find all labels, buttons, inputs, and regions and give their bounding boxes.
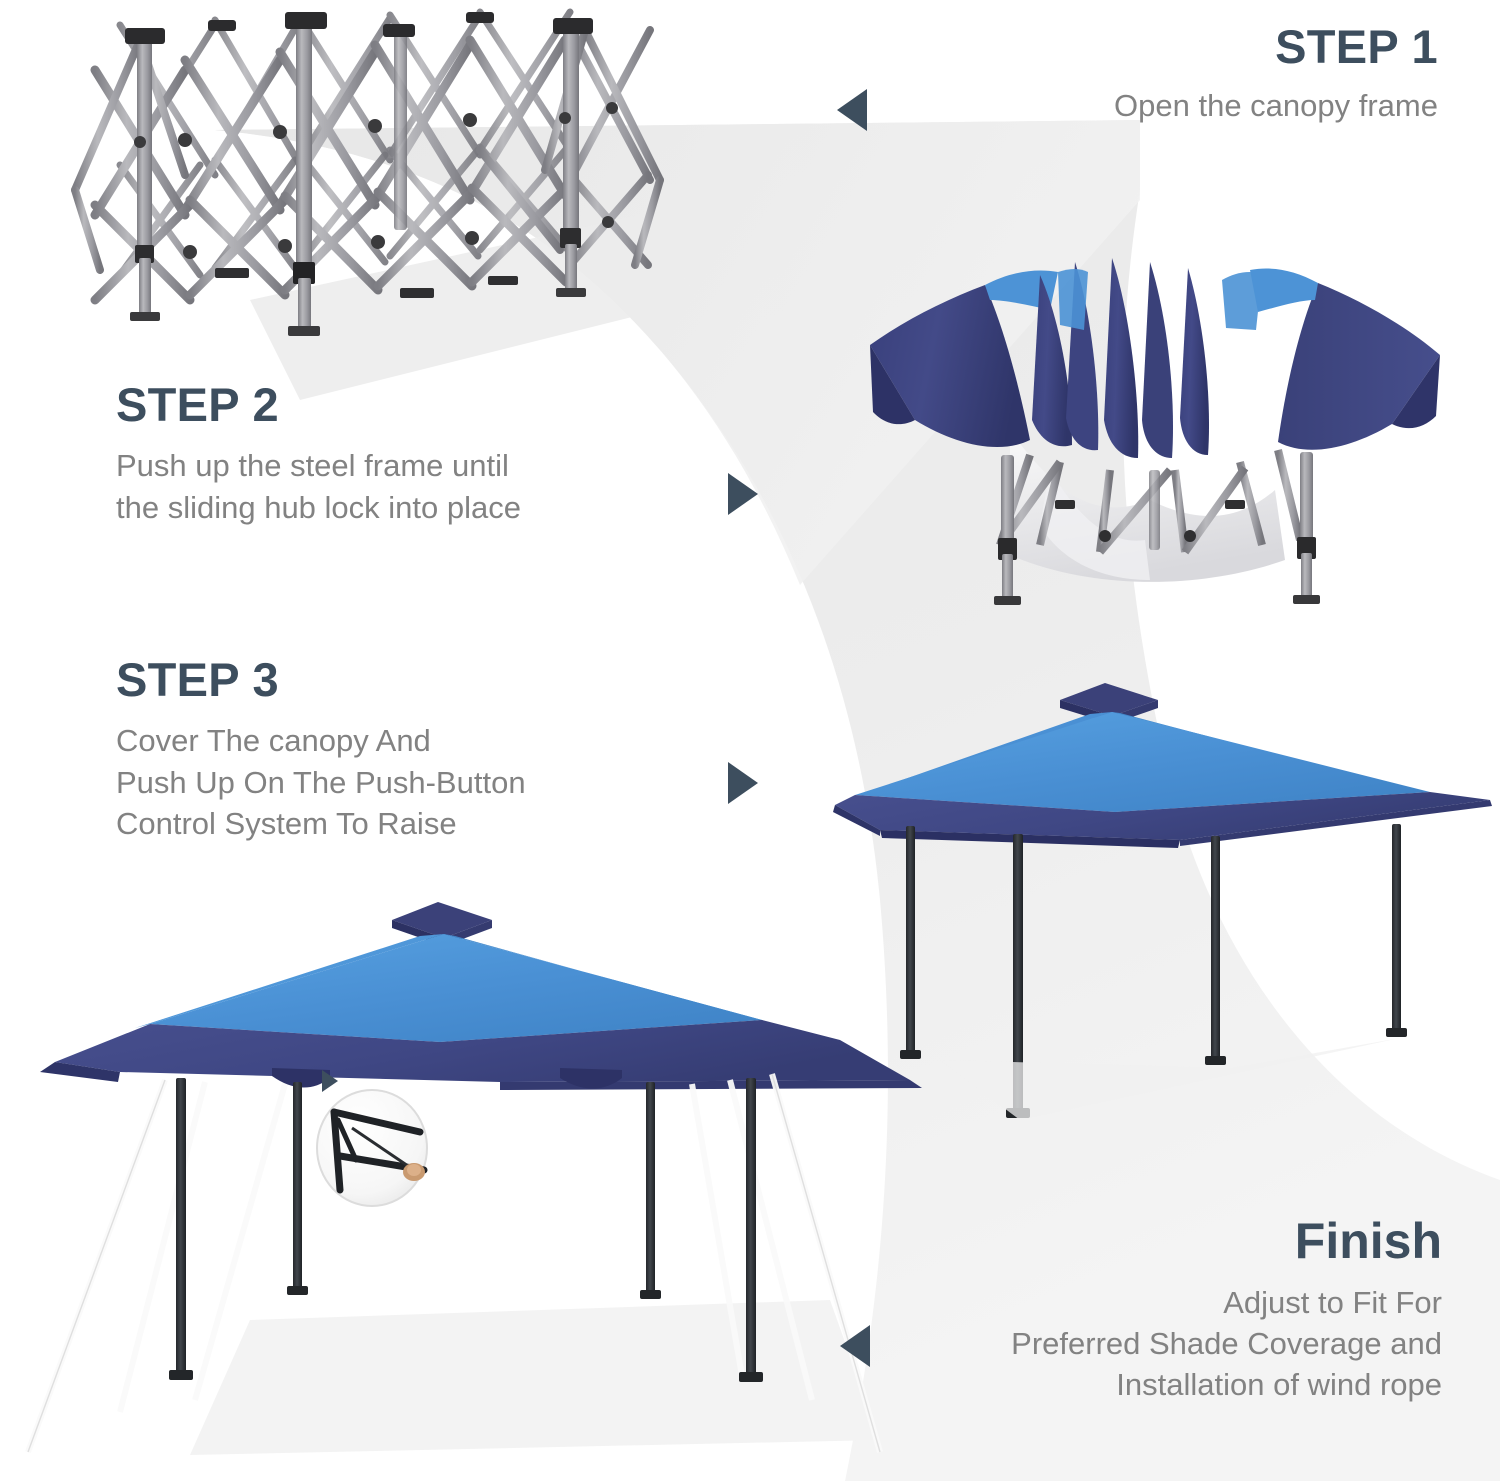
- triangle-left-icon-step-1: [837, 89, 867, 131]
- triangle-right-icon-step-3: [728, 762, 758, 804]
- illustration-canopy-raised: [833, 683, 1492, 1120]
- step-2-text-block: STEP 2 Push up the steel frame until the…: [116, 380, 521, 528]
- step-3-line-1: Cover The canopy And: [116, 723, 431, 759]
- step-3-line-3: Control System To Raise: [116, 805, 457, 841]
- finish-line-2: Preferred Shade Coverage and: [1011, 1325, 1442, 1361]
- illustration-canopy-draping: [870, 258, 1440, 605]
- illustration-canopy-frame: [71, 8, 700, 400]
- finish-line-3: Installation of wind rope: [1116, 1366, 1442, 1402]
- triangle-right-icon-step-2: [728, 473, 758, 515]
- triangle-left-icon-finish: [840, 1325, 870, 1367]
- step-3-line-2: Push Up On The Push-Button: [116, 764, 526, 800]
- step-2-line-2: the sliding hub lock into place: [116, 489, 521, 525]
- step-1-text-block: STEP 1 Open the canopy frame: [1114, 22, 1438, 127]
- finish-text-block: Finish Adjust to Fit For Preferred Shade…: [1011, 1215, 1442, 1405]
- rope-attachment-detail: [316, 1089, 428, 1207]
- step-1-line-1: Open the canopy frame: [1114, 88, 1438, 124]
- finish-line-1: Adjust to Fit For: [1223, 1284, 1442, 1320]
- illustration-canopy-final: [25, 902, 922, 1454]
- step-3-text-block: STEP 3 Cover The canopy And Push Up On T…: [116, 655, 526, 844]
- step-3-title: STEP 3: [116, 653, 279, 706]
- step-1-title: STEP 1: [1275, 20, 1438, 73]
- finish-title: Finish: [1294, 1213, 1442, 1269]
- step-2-line-1: Push up the steel frame until: [116, 448, 509, 484]
- step-2-title: STEP 2: [116, 378, 279, 431]
- triangle-small-right-icon-detail: [322, 1070, 338, 1092]
